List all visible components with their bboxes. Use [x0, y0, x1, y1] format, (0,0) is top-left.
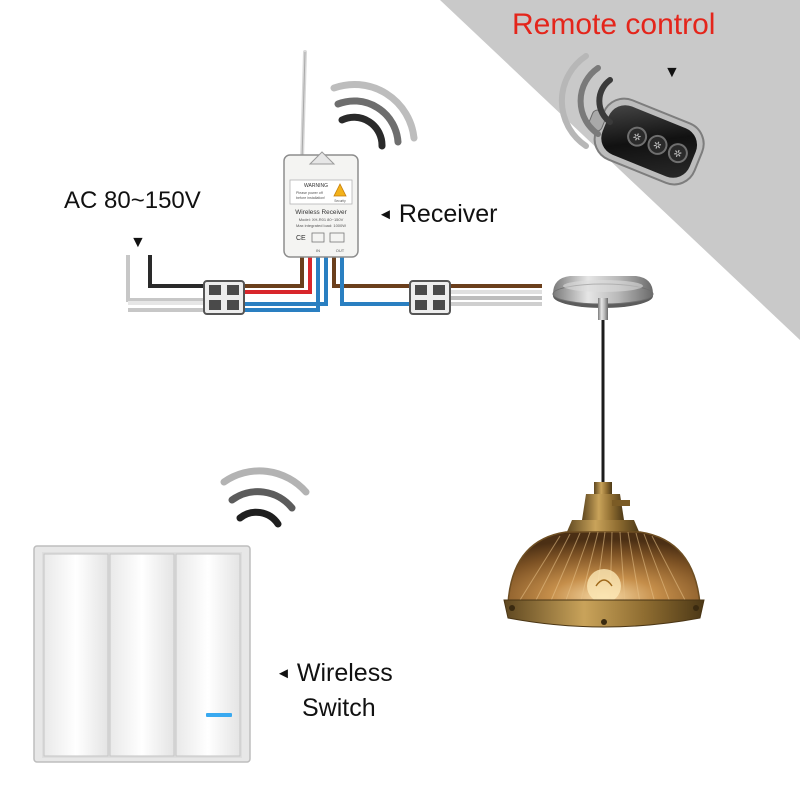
wifi-signal-icon	[330, 80, 418, 150]
terminal-out-label: OUT	[336, 248, 345, 253]
receiver-warning-text: before installation!	[296, 196, 325, 200]
receiver-product-name: Wireless Receiver	[295, 209, 347, 216]
switch-led-indicator	[206, 713, 232, 717]
terminal-in-label: IN	[316, 248, 320, 253]
left-arrow-icon: ◄	[276, 665, 291, 682]
lamp-bulb	[587, 569, 621, 603]
receiver-warning-text: Please power off	[296, 191, 323, 195]
receiver-wires	[242, 255, 412, 312]
wifi-signal-icon	[558, 53, 613, 149]
wireless-switch-label-line1: Wireless	[296, 659, 393, 687]
warning-triangle-icon	[333, 183, 347, 197]
remote-key-fob-icon: ✲ ✲ ✲	[588, 97, 705, 186]
terminal-connector	[203, 280, 245, 315]
remote-control-label: Remote control	[512, 8, 716, 41]
down-arrow-icon: ▼	[664, 64, 680, 81]
svg-text:✲: ✲	[651, 140, 663, 153]
svg-text:✲: ✲	[631, 131, 643, 144]
lamp-glass-shade	[507, 531, 701, 605]
input-wires	[126, 255, 206, 312]
receiver-label: ◄ Receiver	[378, 200, 498, 229]
receiver-model-line: Model: XH-R01 80~150V	[299, 217, 344, 222]
receiver-warning-title: WARNING	[304, 183, 328, 189]
switch-button-left[interactable]	[43, 553, 109, 757]
pendant-lamp	[503, 276, 705, 628]
receiver-label-text: Receiver	[398, 200, 498, 228]
terminal-connector	[409, 280, 451, 315]
switch-button-right[interactable]	[175, 553, 241, 757]
receiver-load-line: Max integrated load: 1000W	[296, 223, 346, 228]
switch-button-middle[interactable]	[109, 553, 175, 757]
ac-voltage-label: AC 80~150V	[64, 187, 201, 214]
wireless-switch-label-line2: Switch	[302, 694, 376, 722]
output-wires	[448, 284, 542, 306]
left-arrow-icon: ◄	[378, 206, 393, 223]
svg-text:✲: ✲	[671, 148, 683, 161]
receiver-module: WARNING Please power off before installa…	[283, 151, 359, 258]
receiver-warning-text: Security	[334, 199, 346, 203]
remote-corner-panel	[440, 0, 800, 340]
down-arrow-icon: ▼	[130, 234, 146, 251]
ce-mark: CE	[296, 235, 306, 242]
wifi-signal-icon	[220, 467, 310, 528]
wireless-switch-label: ◄ Wireless Switch	[276, 656, 393, 725]
